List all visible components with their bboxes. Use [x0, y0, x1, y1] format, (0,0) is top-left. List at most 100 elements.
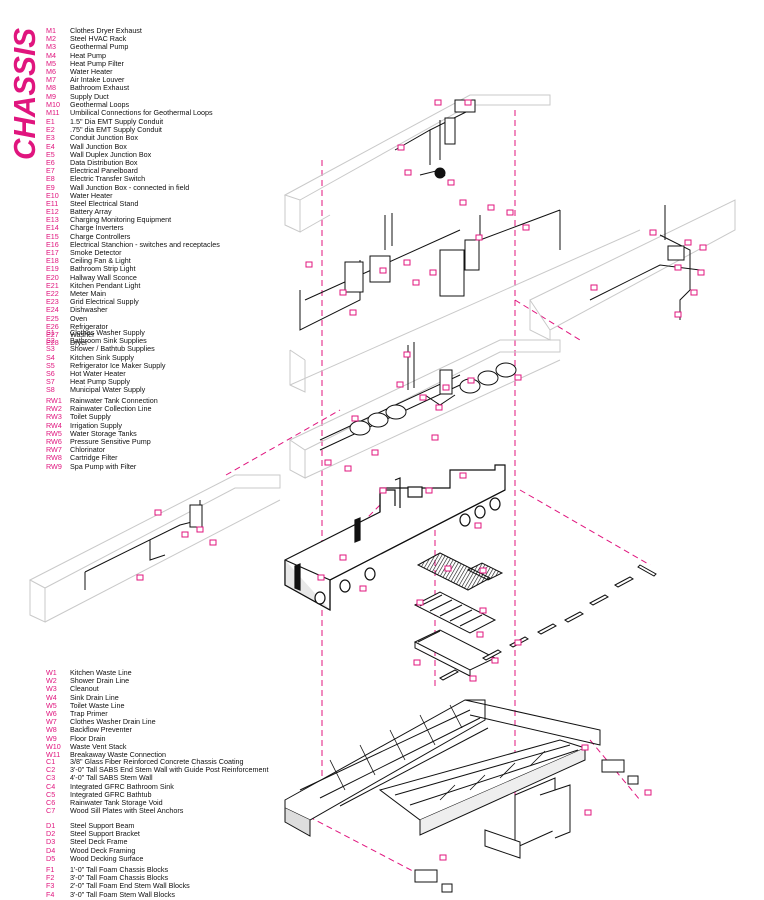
legend-label: Breakaway Waste Connection — [70, 749, 167, 759]
chassis-outline-ghosts — [28, 94, 736, 623]
legend-item: W6 Trap Primer — [46, 708, 166, 718]
legend-label: Supply Duct — [70, 91, 109, 101]
steel-support-beams — [439, 564, 657, 681]
legend-label: Wood Deck Framing — [70, 845, 136, 855]
legend-code: D4 — [46, 845, 56, 855]
legend-code: RW2 — [46, 404, 62, 414]
page-title: CHASSIS — [6, 24, 40, 164]
legend-code: D1 — [46, 821, 56, 830]
legend-code: RW3 — [46, 412, 62, 422]
legend-item: D4 Wood Deck Framing — [46, 845, 143, 855]
legend-label: Municipal Water Supply — [70, 385, 146, 395]
legend-label: Hallway Wall Sconce — [70, 272, 137, 282]
legend-code: E23 — [46, 297, 59, 307]
legend-code: M3 — [46, 42, 56, 52]
legend-label: Battery Array — [70, 207, 112, 217]
legend-label: Rainwater Tank Connection — [70, 396, 158, 405]
legend-code: RW4 — [46, 420, 62, 430]
legend-label: Bathroom Sink Supplies — [70, 336, 147, 346]
legend-item: D5 Wood Decking Surface — [46, 853, 144, 863]
legend-code: S8 — [46, 385, 55, 395]
legend-code: W10 — [46, 741, 61, 751]
legend-label: Steel Support Bracket — [70, 829, 140, 839]
legend-code: RW6 — [46, 436, 62, 446]
legend-label: Steel Support Beam — [70, 821, 135, 830]
legend-code: E8 — [46, 174, 55, 184]
legend-code: E22 — [46, 288, 59, 298]
legend-code: RW5 — [46, 428, 62, 438]
legend-code: M1 — [46, 26, 56, 35]
legend-label: Cartridge Filter — [70, 453, 118, 463]
legend-code: C5 — [46, 789, 56, 799]
legend-label: Wall Duplex Junction Box — [70, 149, 152, 159]
legend-code: W5 — [46, 700, 57, 710]
legend-code: E6 — [46, 157, 55, 167]
legend-label: Geothermal Loops — [70, 99, 130, 109]
legend-label: Smoke Detector — [70, 248, 122, 257]
legend-label: Clothes Washer Drain Line — [70, 717, 156, 727]
legend-code: E14 — [46, 223, 59, 233]
legend-item: E16 Electrical Stanchion - switches and r… — [46, 239, 220, 249]
legend-label: 3'-0" Tall Foam Chassis Blocks — [70, 873, 169, 883]
legend-code: D5 — [46, 853, 56, 863]
legend-label: Electrical Stanchion - switches and rece… — [70, 239, 220, 249]
legend-label: Waste Vent Stack — [70, 741, 127, 751]
legend-label: Clothes Dryer Exhaust — [70, 26, 142, 35]
legend-label: Electric Transfer Switch — [70, 174, 146, 184]
legend-code: W3 — [46, 684, 57, 694]
waste-layer — [84, 500, 203, 590]
legend-label: Ceiling Fan & Light — [70, 256, 131, 266]
legend-label: .75" dia EMT Supply Conduit — [70, 125, 162, 135]
legend-code: W7 — [46, 717, 57, 727]
legend-code: S6 — [46, 368, 55, 378]
legend-item: S8 Municipal Water Supply — [46, 386, 165, 394]
legend-label: Heat Pump Supply — [70, 377, 130, 387]
mechanical-electrical-layer — [299, 99, 701, 331]
legend-code: E16 — [46, 239, 59, 249]
legend-code: C2 — [46, 765, 56, 775]
legend-label: Umbilical Connections for Geothermal Loo… — [70, 107, 213, 117]
legend-label: Data Distribution Box — [70, 157, 138, 167]
legend-code: W6 — [46, 708, 57, 718]
legend-label: Heat Pump — [70, 50, 106, 60]
legend-code: E18 — [46, 256, 59, 266]
legend-label: Wood Decking Surface — [70, 853, 144, 863]
legend-item: E2.75" dia EMT Supply Conduit — [46, 125, 220, 135]
legend-label: 1.5" Dia EMT Supply Conduit — [70, 117, 164, 126]
legend-label: Kitchen Sink Supply — [70, 352, 134, 362]
legend-code: F4 — [46, 889, 55, 899]
page-title-text: CHASSIS — [7, 28, 40, 160]
legend-code: D2 — [46, 829, 56, 839]
legend-label: Toilet Supply — [70, 412, 111, 422]
legend-label: Trap Primer — [70, 708, 108, 718]
legend-code: E19 — [46, 264, 59, 274]
legend-label: Floor Drain — [70, 733, 106, 743]
legend-item: W7 Clothes Washer Drain Line — [46, 717, 166, 727]
